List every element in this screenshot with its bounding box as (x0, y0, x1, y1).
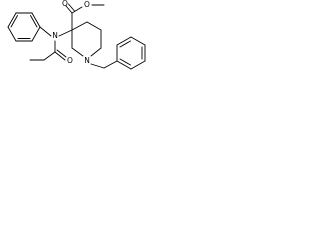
amide-co-bond (54, 51, 66, 61)
n-c4-bond (58, 29, 73, 37)
ester-o-bond (71, 6, 83, 14)
phenyl-ring-left (7, 12, 41, 42)
ester-carbonyl-oxygen-label: O (62, 0, 68, 8)
piperidine-ring (71, 21, 102, 57)
propionyl-ch2-bond (43, 51, 56, 61)
amide-oxygen-label: O (67, 56, 73, 65)
ester-co-bond (65, 5, 73, 14)
n-ch2-bond (90, 63, 105, 69)
phenyl-ring-right (116, 36, 146, 70)
ch2-phenyl-bond (103, 60, 118, 69)
ester-oxygen-label: O (84, 0, 90, 9)
ring-nitrogen-label: N (84, 56, 90, 65)
structure-drawing: O O N O N (7, 0, 146, 70)
ester-co-bond-2 (68, 3, 75, 12)
amide-co-bond-2 (56, 49, 67, 58)
phenyl-n-bond (39, 26, 52, 37)
molecule-structure: O O N O N (0, 0, 173, 83)
amide-nitrogen-label: N (52, 31, 58, 40)
